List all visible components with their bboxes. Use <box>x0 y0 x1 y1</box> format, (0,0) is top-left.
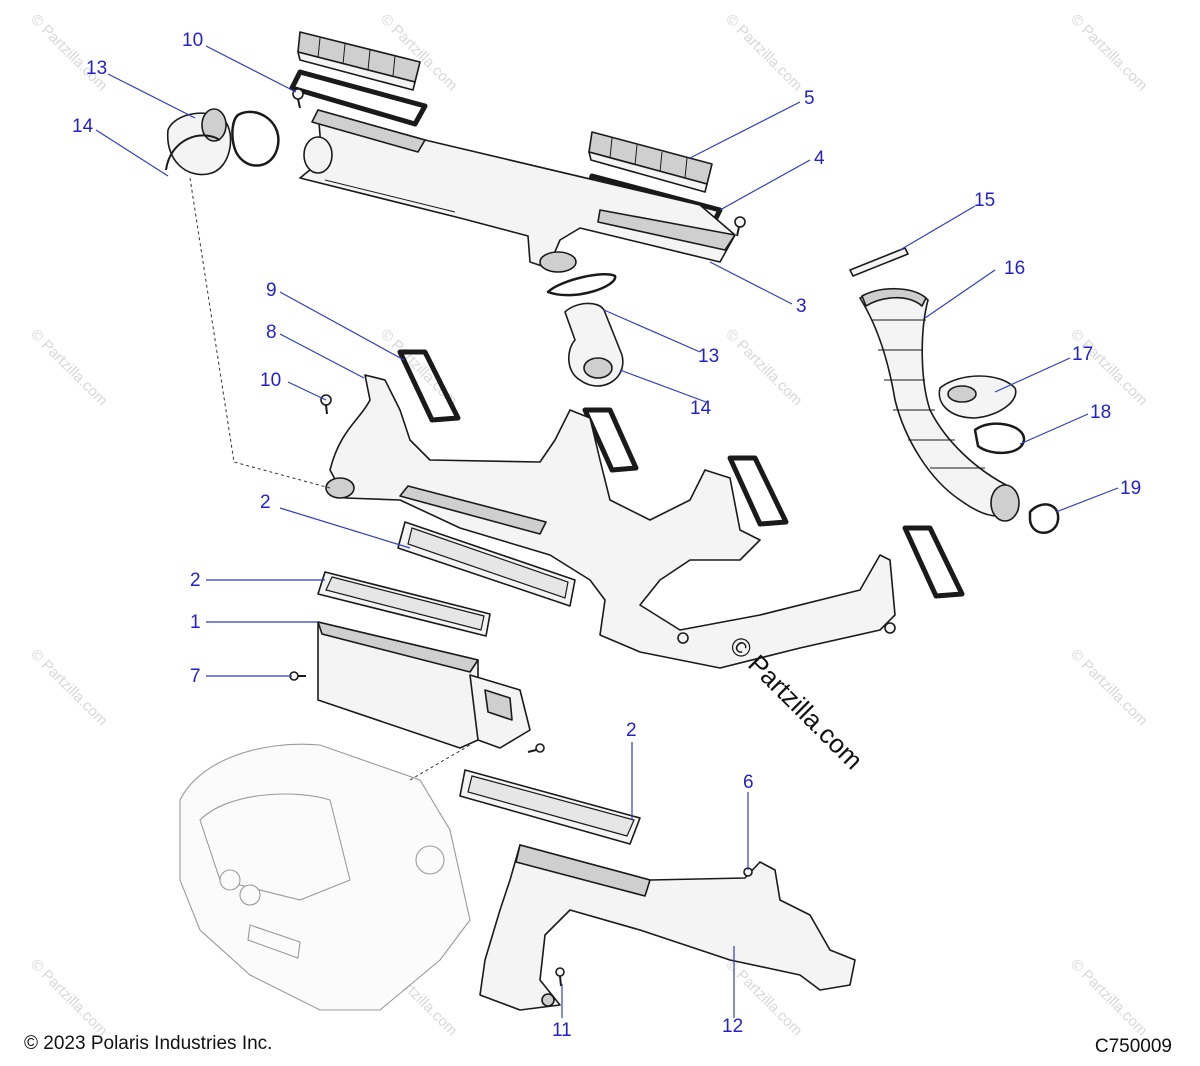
callout-12: 12 <box>722 1016 743 1037</box>
callout-9: 9 <box>266 280 277 301</box>
hvac-unit-ghost <box>179 743 471 1011</box>
callout-10: 10 <box>182 30 203 51</box>
clamp-15 <box>849 247 909 277</box>
gasket-9 <box>397 349 461 423</box>
callout-4: 4 <box>814 148 825 169</box>
gasket-mid-2 <box>727 455 789 527</box>
watermark-main: © Partzilla.com <box>724 630 869 775</box>
main-floor-duct <box>325 374 896 669</box>
callout-leaders <box>95 45 1119 1018</box>
gasket-mid-3 <box>902 525 965 599</box>
watermark: © Partzilla.com <box>722 326 805 409</box>
callout-14-lower: 14 <box>690 398 712 419</box>
flex-hose-16 <box>859 287 1020 522</box>
watermark: © Partzilla.com <box>1067 11 1150 94</box>
elbow-duct-center <box>564 302 624 387</box>
callout-14: 14 <box>72 116 94 137</box>
louvered-vent-right <box>588 131 713 193</box>
clamp-19 <box>1028 503 1060 534</box>
callout-5: 5 <box>804 88 815 109</box>
screw-box-right <box>527 743 545 753</box>
upper-defrost-duct <box>299 109 736 273</box>
callout-8: 8 <box>266 322 277 343</box>
lower-floor-duct <box>479 844 856 1011</box>
screw-7 <box>289 671 306 681</box>
watermark: © Partzilla.com <box>722 11 805 94</box>
heater-box-housing <box>317 621 531 749</box>
figure-code: C750009 <box>1094 1036 1172 1057</box>
callout-10-lower: 10 <box>260 370 281 391</box>
watermark: © Partzilla.com <box>27 326 110 409</box>
callout-7: 7 <box>190 666 201 687</box>
screw-11 <box>555 967 565 987</box>
louvered-vent-left <box>297 31 421 91</box>
callout-labels: 10 13 14 5 4 3 15 16 9 8 10 13 14 17 18 … <box>72 30 1141 1041</box>
copyright-notice: © 2023 Polaris Industries Inc. <box>24 1033 273 1054</box>
elbow-duct-top-left <box>167 108 232 176</box>
gasket-2-middle <box>317 571 491 637</box>
callout-2-lower: 2 <box>626 720 637 741</box>
watermark: © Partzilla.com <box>27 646 110 729</box>
watermark: © Partzilla.com <box>1067 646 1150 729</box>
callout-6: 6 <box>743 772 754 793</box>
callout-17: 17 <box>1072 344 1093 365</box>
vent-gasket-left <box>289 69 428 127</box>
watermark: © Partzilla.com <box>1067 956 1150 1039</box>
adapter-17 <box>938 375 1017 419</box>
gasket-2-lower <box>459 769 641 845</box>
callout-1: 1 <box>190 612 201 633</box>
callout-3: 3 <box>796 296 807 317</box>
clamp-18 <box>973 422 1026 454</box>
callout-18: 18 <box>1090 402 1111 423</box>
screw-right <box>734 216 746 237</box>
ring-clamp-center <box>546 272 617 297</box>
watermark: © Partzilla.com <box>1067 326 1150 409</box>
gasket-mid-1 <box>582 407 639 473</box>
callout-2-middle: 2 <box>190 570 201 591</box>
callout-19: 19 <box>1120 478 1141 499</box>
band-clamp-top-left <box>165 134 221 171</box>
assembly-dashed-line <box>189 177 331 489</box>
watermark: © Partzilla.com <box>27 11 110 94</box>
callout-2-upper: 2 <box>260 492 271 513</box>
callout-16: 16 <box>1004 258 1025 279</box>
ghost-dashed-line <box>409 744 471 781</box>
watermark: © Partzilla.com <box>27 956 110 1039</box>
callout-11: 11 <box>552 1020 572 1041</box>
hose-clamp-top-left <box>231 110 280 167</box>
callout-13-lower: 13 <box>698 346 719 367</box>
gasket-2-upper <box>397 521 576 607</box>
callout-15: 15 <box>974 190 995 211</box>
callout-13: 13 <box>86 58 107 79</box>
